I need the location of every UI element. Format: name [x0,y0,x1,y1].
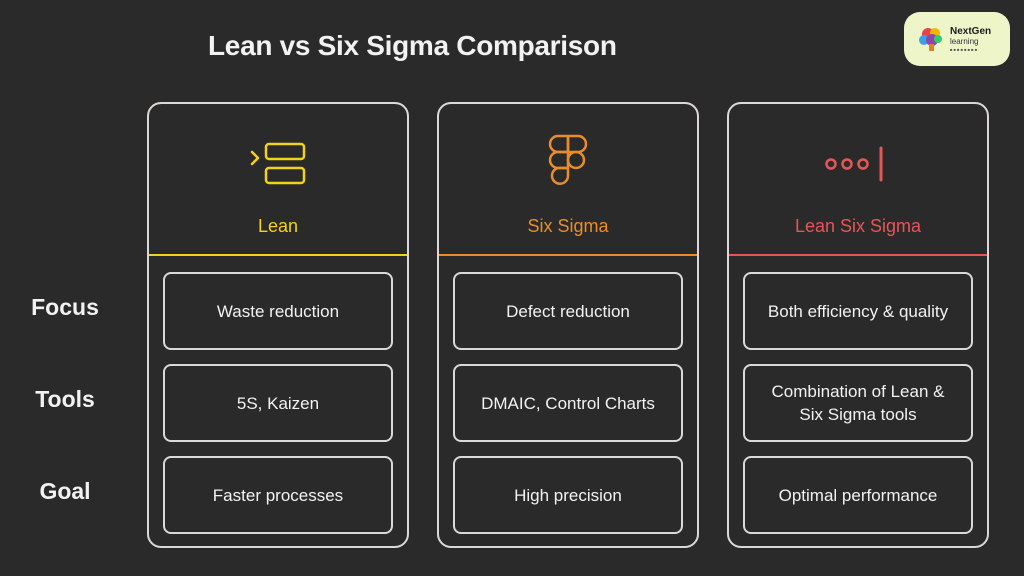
cell-tools: DMAIC, Control Charts [453,364,683,442]
column-header: Lean Six Sigma [729,104,987,256]
cell-tools: Combination of Lean & Six Sigma tools [743,364,973,442]
list-chevron-icon [250,142,306,185]
row-label-tools: Tools [35,386,95,412]
column-lean-six-sigma: Lean Six Sigma Both efficiency & quality… [727,102,989,548]
row-label-goal: Goal [39,478,91,504]
column-title: Six Sigma [527,216,609,236]
brand-logo: NextGen learning ■ ■ ■ ■ ■ ■ ■ ■ [904,12,1010,66]
column-header: Lean [149,104,407,256]
column-title: Lean Six Sigma [794,216,922,236]
column-six-sigma: Six Sigma Defect reduction DMAIC, Contro… [437,102,699,548]
column-lean: Lean Waste reduction 5S, Kaizen Faster p… [147,102,409,548]
brain-logo-icon [919,28,942,51]
brand-name: NextGen [950,25,992,37]
dots-progress-icon [825,146,883,182]
row-label-focus: Focus [31,294,99,320]
figma-shapes-icon [548,134,588,185]
cell-goal: Faster processes [163,456,393,534]
cell-focus: Waste reduction [163,272,393,350]
cell-tools: 5S, Kaizen [163,364,393,442]
page-title: Lean vs Six Sigma Comparison [208,30,617,61]
cell-focus: Both efficiency & quality [743,272,973,350]
brand-subtitle: learning [950,36,979,46]
column-title: Lean [257,216,299,236]
cell-goal: Optimal performance [743,456,973,534]
cell-focus: Defect reduction [453,272,683,350]
cell-goal: High precision [453,456,683,534]
column-header: Six Sigma [439,104,697,256]
brand-tagline: ■ ■ ■ ■ ■ ■ ■ ■ [950,46,978,52]
